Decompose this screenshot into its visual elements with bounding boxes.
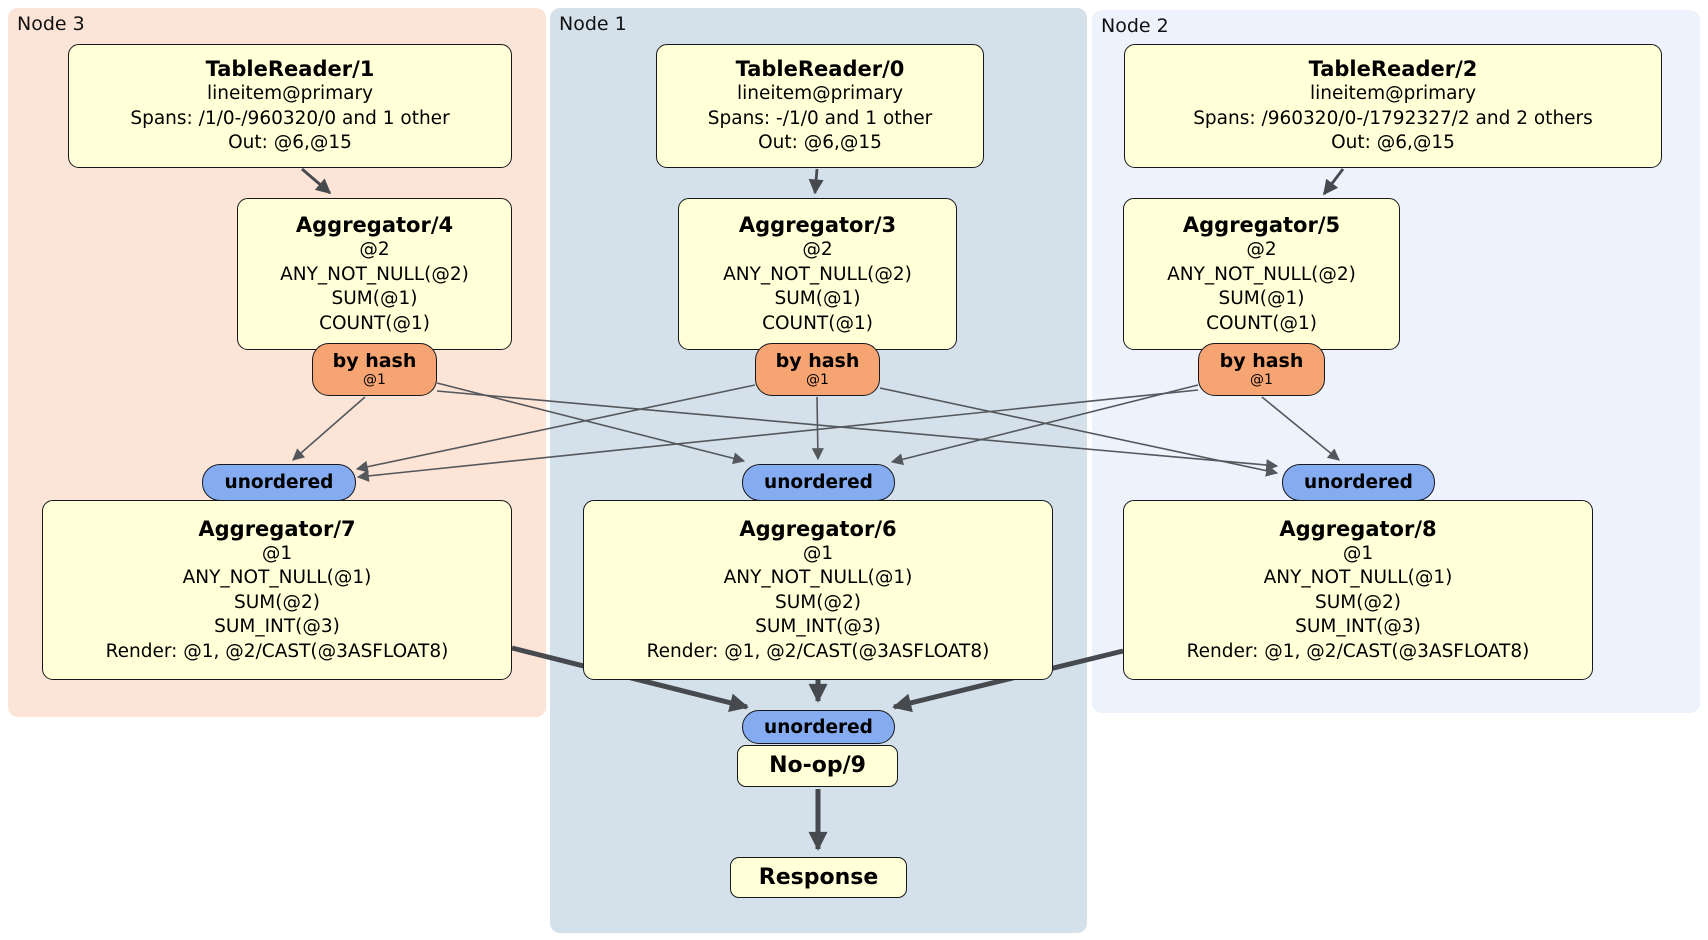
node-line: Render: @1, @2/CAST(@3ASFLOAT8) <box>1186 640 1530 662</box>
region-node2-label: Node 2 <box>1101 15 1169 37</box>
node-line: COUNT(@1) <box>1206 312 1317 334</box>
node-response: Response <box>730 857 907 898</box>
router-label: by hash <box>1219 349 1304 372</box>
sync-label: unordered <box>764 472 873 493</box>
node-title: TableReader/1 <box>205 57 375 82</box>
node-line: SUM(@2) <box>775 591 861 613</box>
edge-tr2-agg5 <box>1322 168 1345 196</box>
node-line: Spans: -/1/0 and 1 other <box>707 107 933 129</box>
node-title: Aggregator/6 <box>739 516 897 541</box>
node-line: ANY_NOT_NULL(@1) <box>1263 567 1453 589</box>
node-title: Aggregator/4 <box>295 213 454 237</box>
router-column: @1 <box>806 371 829 388</box>
node-line: SUM(@1) <box>1218 288 1305 309</box>
node-line: @2 <box>802 239 833 260</box>
router-label: by hash <box>775 349 860 372</box>
node-aggregator-7: Aggregator/7 @1 ANY_NOT_NULL(@1) SUM(@2)… <box>42 500 512 680</box>
router-column: @1 <box>363 371 386 388</box>
edge-tr1-agg4 <box>301 167 332 195</box>
node-line: @1 <box>1342 542 1374 564</box>
region-node1-label: Node 1 <box>559 13 627 35</box>
node-line: SUM(@2) <box>234 591 320 613</box>
node-title: Aggregator/7 <box>198 516 356 541</box>
node-line: @2 <box>359 239 390 260</box>
node-tablereader-0: TableReader/0 lineitem@primary Spans: -/… <box>656 44 984 168</box>
node-aggregator-4: Aggregator/4 @2 ANY_NOT_NULL(@2) SUM(@1)… <box>237 198 512 350</box>
node-line: ANY_NOT_NULL(@2) <box>723 263 912 285</box>
node-line: ANY_NOT_NULL(@1) <box>182 567 372 589</box>
router-by-hash-3: by hash @1 <box>755 343 880 396</box>
router-label: by hash <box>332 349 417 372</box>
node-line: Render: @1, @2/CAST(@3ASFLOAT8) <box>105 640 449 662</box>
sync-unordered-right: unordered <box>1282 464 1435 501</box>
node-tablereader-2: TableReader/2 lineitem@primary Spans: /9… <box>1124 44 1662 168</box>
node-line: @2 <box>1246 239 1277 260</box>
router-by-hash-5: by hash @1 <box>1198 343 1325 396</box>
edge-router5-sync6 <box>890 384 1199 466</box>
node-line: COUNT(@1) <box>319 312 430 334</box>
sync-label: unordered <box>1304 472 1413 493</box>
node-title: No-op/9 <box>769 753 866 778</box>
node-line: SUM(@1) <box>331 288 418 309</box>
sync-label: unordered <box>764 716 873 738</box>
node-title: Aggregator/8 <box>1279 516 1437 541</box>
node-line: ANY_NOT_NULL(@2) <box>280 263 469 285</box>
node-line: COUNT(@1) <box>762 312 873 334</box>
edge-router3-sync7 <box>355 384 756 473</box>
node-line: Out: @6,@15 <box>1331 132 1455 154</box>
node-line: lineitem@primary <box>736 83 904 105</box>
node-line: SUM_INT(@3) <box>755 616 881 638</box>
node-aggregator-8: Aggregator/8 @1 ANY_NOT_NULL(@1) SUM(@2)… <box>1123 500 1593 680</box>
sync-label: unordered <box>224 472 334 493</box>
node-line: SUM_INT(@3) <box>1295 616 1421 638</box>
node-aggregator-6: Aggregator/6 @1 ANY_NOT_NULL(@1) SUM(@2)… <box>583 500 1053 680</box>
node-line: Out: @6,@15 <box>758 132 882 154</box>
node-line: lineitem@primary <box>1309 83 1477 105</box>
node-tablereader-1: TableReader/1 lineitem@primary Spans: /1… <box>68 44 512 168</box>
node-title: TableReader/2 <box>1308 57 1478 82</box>
node-aggregator-3: Aggregator/3 @2 ANY_NOT_NULL(@2) SUM(@1)… <box>678 198 957 350</box>
edge-router4-sync7 <box>292 396 366 461</box>
edge-router4-sync8 <box>436 390 1279 472</box>
router-column: @1 <box>1250 371 1273 388</box>
node-line: Spans: /960320/0-/1792327/2 and 2 others <box>1193 107 1593 129</box>
region-node3-label: Node 3 <box>17 13 85 35</box>
sync-unordered-left: unordered <box>202 464 356 501</box>
node-line: ANY_NOT_NULL(@2) <box>1167 263 1356 285</box>
sync-unordered-middle: unordered <box>742 464 895 501</box>
node-line: SUM_INT(@3) <box>214 616 340 638</box>
router-by-hash-4: by hash @1 <box>312 343 437 396</box>
node-line: Spans: /1/0-/960320/0 and 1 other <box>130 107 450 129</box>
node-line: ANY_NOT_NULL(@1) <box>723 567 913 589</box>
edge-router5-sync8 <box>1261 396 1340 461</box>
edge-router3-sync8 <box>879 387 1279 477</box>
edge-router5-sync7 <box>356 389 1199 482</box>
node-line: lineitem@primary <box>206 83 374 105</box>
node-line: Render: @1, @2/CAST(@3ASFLOAT8) <box>646 640 990 662</box>
node-aggregator-5: Aggregator/5 @2 ANY_NOT_NULL(@2) SUM(@1)… <box>1123 198 1400 350</box>
node-line: SUM(@2) <box>1315 591 1401 613</box>
node-line: Out: @6,@15 <box>228 132 352 154</box>
edge-tr0-agg3 <box>808 168 824 195</box>
node-title: TableReader/0 <box>735 57 905 82</box>
edge-router3-sync6 <box>811 396 824 461</box>
node-noop-9: No-op/9 <box>737 745 898 787</box>
node-line: SUM(@1) <box>774 288 861 309</box>
sync-unordered-final: unordered <box>742 710 895 744</box>
node-title: Response <box>758 864 879 890</box>
node-line: @1 <box>261 542 293 564</box>
node-title: Aggregator/5 <box>1182 213 1341 237</box>
node-line: @1 <box>802 542 834 564</box>
node-title: Aggregator/3 <box>738 213 897 237</box>
